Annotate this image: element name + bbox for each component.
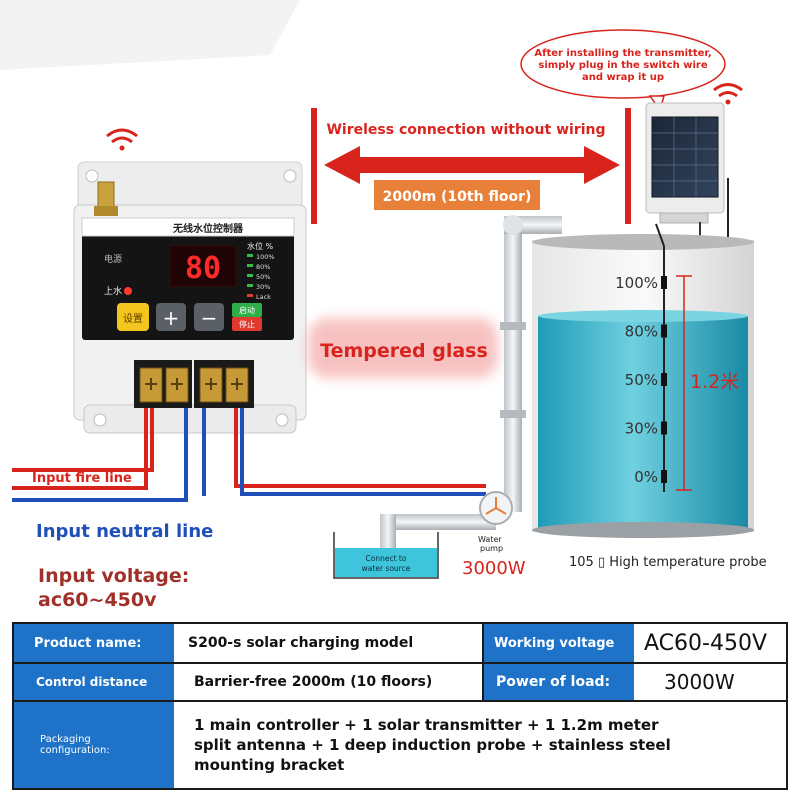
level-led <box>247 294 253 297</box>
packaging-label-line2: configuration: <box>40 745 110 756</box>
controller-fill-label: 上水 <box>104 285 122 297</box>
transmitter-note-line2: simply plug in the switch wire <box>538 60 707 71</box>
probe-sensor <box>661 276 667 289</box>
tank-level-label: 0% <box>634 468 658 486</box>
working-voltage-label: Working voltage <box>484 624 634 662</box>
transmitter-note-bubble <box>520 29 726 99</box>
product-diagram: 无线水位控制器 电源 上水 80 水位 % 100%80%50%30%Lack … <box>0 0 767 611</box>
wireless-arrow <box>311 108 631 224</box>
solar-transmitter <box>645 102 729 240</box>
product-name-value: S200-s solar charging model <box>174 624 484 662</box>
tank-level-label: 80% <box>625 323 658 341</box>
packaging-line2: split antenna + 1 deep induction probe +… <box>194 736 671 754</box>
probe-sensor <box>661 470 667 483</box>
input-neutral-label: Input neutral line <box>36 521 213 542</box>
level-led <box>247 254 253 257</box>
level-item: 80% <box>256 263 270 271</box>
distance-badge <box>374 180 540 210</box>
controller-power-label: 电源 <box>104 253 122 265</box>
pump-power: 3000W <box>462 558 526 579</box>
tempered-glass-label: Tempered glass <box>320 340 488 362</box>
stop-button[interactable] <box>232 317 262 331</box>
level-item: 50% <box>256 273 270 281</box>
probe-caption: 105 ▯ High temperature probe <box>569 555 767 570</box>
input-voltage-value: ac60~450v <box>38 589 157 611</box>
packaging-label: Packaging configuration: <box>14 702 174 788</box>
minus-button[interactable] <box>194 303 224 331</box>
level-led <box>247 264 253 267</box>
start-button-label: 启动 <box>239 305 255 315</box>
terminal-blocks <box>134 360 254 408</box>
level-item: Lack <box>256 293 271 301</box>
packaging-label-line1: Packaging <box>40 734 91 745</box>
level-list: 100% 80% 50% 30% Lack <box>247 253 275 301</box>
wireless-label: Wireless connection without wiring <box>326 122 605 138</box>
level-led <box>247 274 253 277</box>
control-distance-label: Control distance <box>14 664 174 700</box>
start-button[interactable] <box>232 303 262 317</box>
led-display <box>169 245 237 287</box>
product-name-label: Product name: <box>14 624 174 662</box>
spec-table: Product name: S200-s solar charging mode… <box>12 622 788 790</box>
pump-label-line1: Water <box>478 535 502 544</box>
water-pump-icon <box>479 491 513 525</box>
distance-badge-label: 2000m (10th floor) <box>383 189 532 205</box>
power-load-label: Power of load: <box>484 664 634 700</box>
input-voltage-label: Input voltage: <box>38 565 189 587</box>
level-item: 30% <box>256 283 270 291</box>
probe-length-label: 1.2米 <box>690 371 739 393</box>
fill-indicator-led <box>124 287 132 295</box>
wifi-icon-controller <box>106 128 138 151</box>
probe-sensor <box>661 373 667 386</box>
level-led <box>247 284 253 287</box>
transmitter-note-line1: After installing the transmitter, <box>534 48 711 59</box>
level-title: 水位 % <box>247 241 274 251</box>
set-button[interactable] <box>117 303 149 331</box>
working-voltage-value: AC60-450V <box>644 630 767 656</box>
pump-label-line2: pump <box>480 544 503 553</box>
spec-row-product: Product name: S200-s solar charging mode… <box>14 624 786 664</box>
control-distance-value: Barrier-free 2000m (10 floors) <box>174 664 484 700</box>
tank-level-label: 50% <box>625 371 658 389</box>
probe-sensor <box>661 324 667 338</box>
wifi-icon-transmitter <box>713 83 743 105</box>
transmitter-note-line3: and wrap it up <box>582 72 664 83</box>
input-fire-label: Input fire line <box>32 471 132 486</box>
plus-button[interactable] <box>156 303 186 331</box>
wires <box>12 408 486 502</box>
water-source-line2: water source <box>362 564 411 573</box>
tank-level-label: 100% <box>615 274 658 292</box>
led-display-value: 80 <box>185 251 221 286</box>
water-source-line1: Connect to <box>366 554 407 563</box>
power-load-value: 3000W <box>664 670 735 694</box>
spec-row-distance: Control distance Barrier-free 2000m (10 … <box>14 664 786 702</box>
tank-level-label: 30% <box>625 420 658 438</box>
packaging-line1: 1 main controller + 1 solar transmitter … <box>194 716 659 734</box>
controller-header: 无线水位控制器 <box>172 222 244 235</box>
water-tank <box>532 223 754 538</box>
probe-sensor <box>661 421 667 435</box>
tank-level-labels: 100% 80% 50% 30% 0% <box>615 274 667 486</box>
water-pipe <box>380 215 562 556</box>
level-item: 100% <box>256 253 275 261</box>
packaging-value: 1 main controller + 1 solar transmitter … <box>174 702 786 788</box>
packaging-line3: mounting bracket <box>194 756 345 774</box>
spec-row-packaging: Packaging configuration: 1 main controll… <box>14 702 786 788</box>
tempered-glass-glow <box>308 318 498 378</box>
stop-button-label: 停止 <box>239 319 255 329</box>
plus-button-label: + <box>163 306 180 330</box>
minus-button-label: − <box>201 306 218 330</box>
water-source-basin <box>333 532 439 579</box>
set-button-label: 设置 <box>123 313 143 325</box>
